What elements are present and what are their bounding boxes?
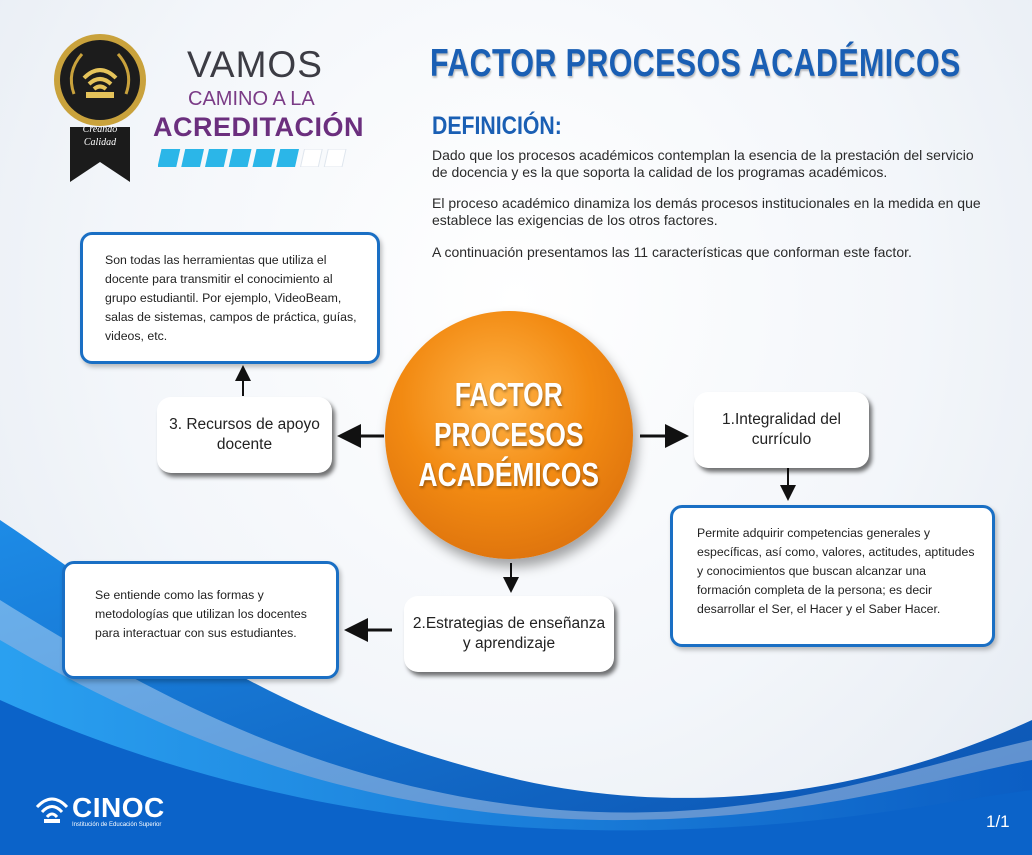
item3-label-box: 3. Recursos de apoyo docente: [157, 397, 332, 473]
vamos-text: VAMOS: [187, 44, 323, 85]
cinoc-logo-name: CINOC: [72, 792, 165, 823]
accreditation-progress-bar: [158, 149, 347, 167]
badge-line1: Creando: [83, 124, 118, 135]
definition-paragraph-3: A continuación presentamos las 11 caract…: [432, 244, 912, 260]
progress-segment: [204, 149, 228, 167]
progress-segment: [158, 149, 181, 167]
progress-segment: [228, 149, 252, 167]
progress-segment: [323, 149, 347, 167]
progress-segment: [181, 149, 205, 167]
item2-label-box: 2.Estrategias de enseñanza y aprendizaje: [404, 596, 614, 672]
page-title: FACTOR PROCESOS ACADÉMICOS: [430, 42, 961, 85]
center-line-1: FACTOR: [454, 376, 564, 413]
progress-segment: [276, 149, 300, 167]
item1-label-box: 1.Integralidad del currículo: [694, 392, 869, 468]
center-factor-circle: FACTOR PROCESOS ACADÉMICOS: [385, 311, 633, 559]
page-number: 1/1: [986, 812, 1010, 831]
item3-description-box: Son todas las herramientas que utiliza e…: [80, 232, 380, 364]
cinoc-logo-subtitle: Institución de Educación Superior: [72, 822, 162, 828]
definition-paragraph-1: Dado que los procesos académicos contemp…: [432, 147, 974, 180]
acreditacion-text: ACREDITACIÓN: [153, 112, 364, 142]
badge-line2: Calidad: [84, 137, 117, 148]
camino-text: CAMINO A LA: [188, 88, 315, 110]
item2-description-box: Se entiende como las formas y metodologí…: [62, 561, 339, 679]
progress-segment: [299, 149, 323, 167]
item1-description-box: Permite adquirir competencias generales …: [670, 505, 995, 647]
definition-paragraph-2: El proceso académico dinamiza los demás …: [432, 195, 981, 228]
definition-heading: DEFINICIÓN:: [432, 112, 562, 140]
cinoc-wifi-icon: [35, 797, 69, 823]
creando-calidad-badge: Creando Calidad: [54, 34, 146, 182]
center-line-2: PROCESOS: [434, 416, 584, 453]
center-line-3: ACADÉMICOS: [418, 456, 600, 493]
progress-segment: [252, 149, 276, 167]
